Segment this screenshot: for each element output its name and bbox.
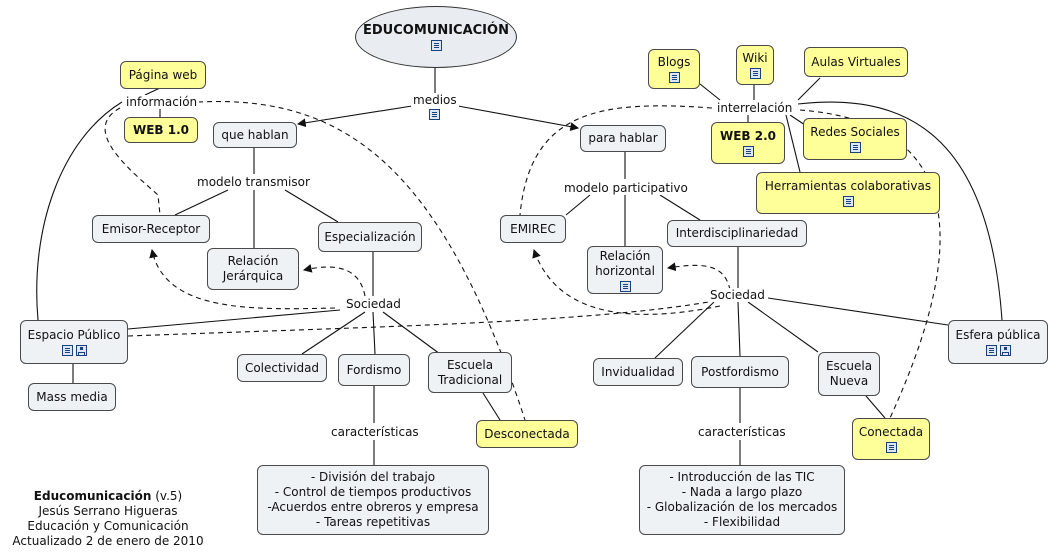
node-fordismo[interactable]: Fordismo [338, 354, 410, 386]
node-que-hablan[interactable]: que hablan [213, 122, 297, 148]
note-icon[interactable] [430, 40, 442, 51]
credits-title: Educomunicación [33, 489, 152, 503]
escuela-nueva-line-2: Nueva [829, 374, 869, 388]
espacio-publico-label: Espacio Público [27, 328, 121, 342]
car-left-item: - División del trabajo [310, 470, 436, 484]
label-interrelacion: interrelación [715, 101, 795, 115]
node-wiki[interactable]: Wiki [736, 45, 774, 85]
label-sociedad-right: Sociedad [708, 288, 767, 302]
car-right-item: - Flexibilidad [703, 515, 781, 529]
label-medios: medios [411, 93, 459, 121]
root-label: EDUCOMUNICACIÓN [363, 23, 509, 38]
map-icon[interactable] [999, 345, 1011, 356]
label-informacion: información [124, 95, 200, 109]
node-espacio-publico[interactable]: Espacio Público [20, 320, 128, 364]
node-herramientas-colaborativas[interactable]: Herramientas colaborativas [756, 172, 940, 214]
node-desconectada[interactable]: Desconectada [476, 420, 578, 448]
label-modelo-transmisor: modelo transmisor [195, 175, 312, 189]
node-emirec[interactable]: EMIREC [500, 215, 566, 243]
note-icon[interactable] [749, 68, 761, 79]
note-icon[interactable] [849, 142, 861, 153]
root-node[interactable]: EDUCOMUNICACIÓN [355, 6, 517, 68]
node-escuela-nueva[interactable]: Escuela Nueva [818, 352, 880, 396]
car-left-item: -Acuerdos entre obreros y empresa [267, 500, 479, 514]
node-caracteristicas-right-list[interactable]: - Introducción de las TIC - Nada a largo… [639, 465, 845, 535]
credits-subject: Educación y Comunicación [27, 519, 189, 533]
blogs-label: Blogs [657, 55, 691, 69]
credits-block: Educomunicación (v.5) Jesús Serrano Higu… [8, 489, 208, 549]
node-individualidad[interactable]: Invidualidad [593, 358, 683, 386]
label-modelo-participativo: modelo participativo [562, 181, 690, 195]
node-caracteristicas-left-list[interactable]: - División del trabajo - Control de tiem… [257, 465, 489, 535]
note-icon[interactable] [619, 280, 631, 292]
label-sociedad-left: Sociedad [344, 297, 403, 311]
node-especializacion[interactable]: Especialización [318, 222, 422, 252]
esfera-publica-label: Esfera pública [955, 328, 1041, 342]
car-right-item: - Globalización de los mercados [646, 500, 838, 514]
escuela-tradicional-line-2: Tradicional [437, 372, 503, 387]
node-mass-media[interactable]: Mass media [28, 383, 116, 411]
wiki-label: Wiki [742, 51, 768, 65]
label-medios-text: medios [413, 93, 457, 107]
car-right-item: - Introducción de las TIC [669, 470, 815, 484]
relacion-horizontal-line-2: horizontal [595, 263, 655, 278]
conectada-label: Conectada [858, 425, 924, 439]
escuela-nueva-line-1: Escuela [825, 359, 873, 373]
relacion-horizontal-line-1: Relación [599, 248, 651, 263]
node-interdisciplinariedad[interactable]: Interdisciplinariedad [667, 220, 807, 247]
node-conectada[interactable]: Conectada [852, 418, 930, 460]
map-icon[interactable] [75, 345, 87, 356]
car-left-item: - Tareas repetitivas [315, 515, 431, 529]
note-icon[interactable] [668, 72, 680, 83]
relacion-jerarquica-line-2: Jerárquica [222, 269, 284, 283]
node-colectividad[interactable]: Colectividad [237, 354, 327, 382]
escuela-tradicional-line-1: Escuela [446, 357, 494, 372]
note-icon[interactable] [742, 146, 754, 157]
credits-title-line: Educomunicación (v.5) [8, 489, 208, 504]
redes-sociales-label: Redes Sociales [810, 125, 900, 139]
node-postfordismo[interactable]: Postfordismo [691, 356, 789, 388]
note-icon[interactable] [985, 345, 997, 356]
node-blogs[interactable]: Blogs [648, 49, 700, 89]
label-caracteristicas-right: características [696, 425, 788, 439]
node-escuela-tradicional[interactable]: Escuela Tradicional [428, 352, 512, 393]
credits-author: Jesús Serrano Higueras [38, 504, 178, 518]
web-2-label: WEB 2.0 [719, 129, 776, 143]
node-redes-sociales[interactable]: Redes Sociales [803, 118, 907, 160]
note-icon[interactable] [842, 196, 854, 207]
car-left-item: - Control de tiempos productivos [274, 485, 472, 499]
credits-version: (v.5) [155, 489, 183, 503]
node-relacion-jerarquica[interactable]: Relación Jerárquica [207, 248, 299, 290]
node-para-hablar[interactable]: para hablar [580, 125, 666, 152]
node-esfera-publica[interactable]: Esfera pública [948, 320, 1048, 364]
relacion-jerarquica-line-1: Relación [227, 254, 279, 268]
node-aulas-virtuales[interactable]: Aulas Virtuales [804, 47, 908, 77]
node-emisor-receptor[interactable]: Emisor-Receptor [92, 215, 210, 243]
node-pagina-web[interactable]: Página web [120, 61, 206, 89]
note-icon[interactable] [61, 345, 73, 356]
node-web-2[interactable]: WEB 2.0 [711, 122, 785, 164]
credits-updated: Actualizado 2 de enero de 2010 [12, 534, 204, 548]
car-right-item: - Nada a largo plazo [681, 485, 803, 499]
note-icon[interactable] [429, 109, 441, 120]
node-relacion-horizontal[interactable]: Relación horizontal [587, 246, 663, 294]
note-icon[interactable] [885, 442, 897, 453]
herramientas-label: Herramientas colaborativas [764, 179, 932, 193]
node-web-1[interactable]: WEB 1.0 [124, 117, 198, 143]
label-caracteristicas-left: características [329, 425, 421, 439]
